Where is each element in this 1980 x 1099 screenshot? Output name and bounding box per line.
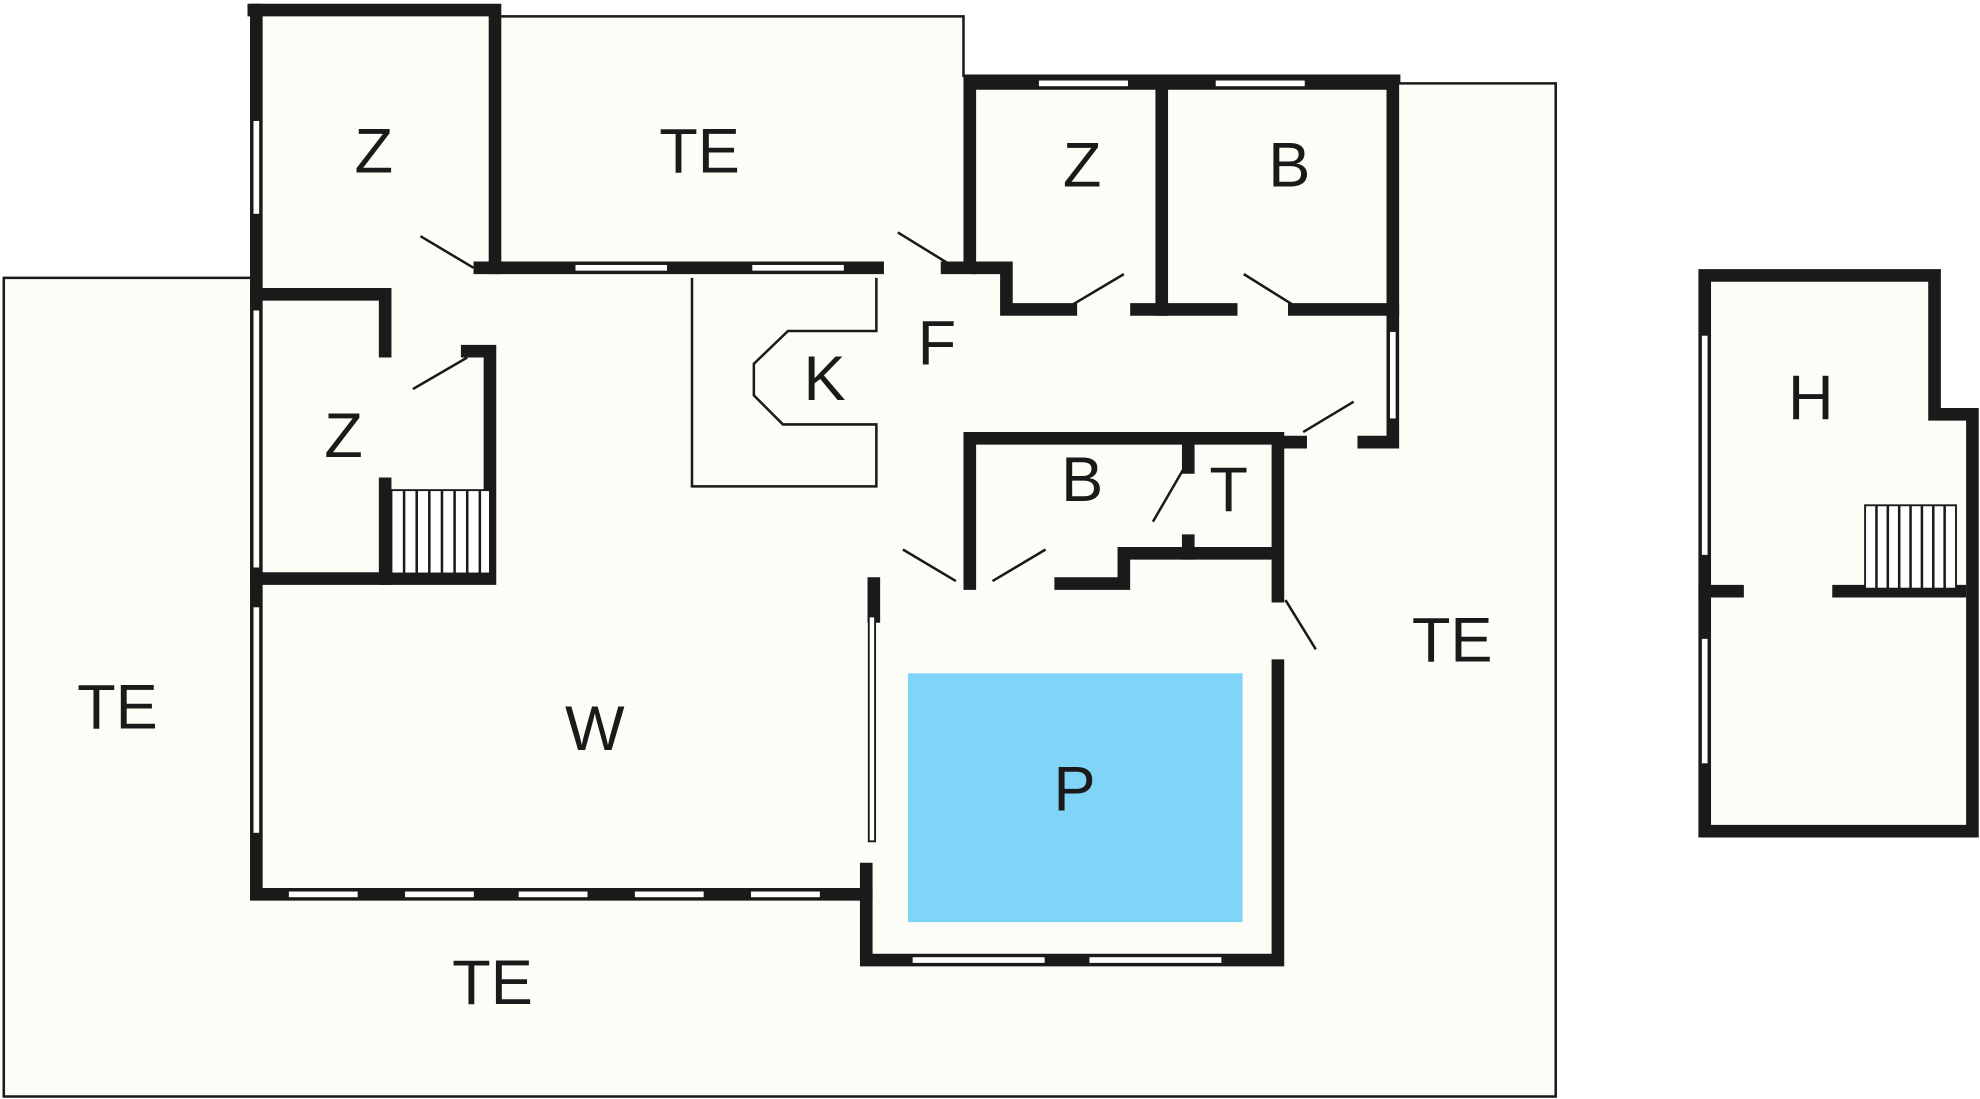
- room-label-h: H: [1788, 363, 1834, 433]
- room-label-b: B: [1061, 445, 1103, 515]
- room-label-z: Z: [1063, 130, 1102, 200]
- room-label-te: TE: [452, 948, 533, 1018]
- room-label-t: T: [1209, 455, 1248, 525]
- pool: [907, 673, 1243, 923]
- room-label-w: W: [565, 694, 625, 764]
- windows: [251, 78, 1710, 965]
- room-label-f: F: [918, 309, 957, 379]
- door-swings: [412, 231, 1355, 650]
- room-label-z: Z: [354, 117, 393, 187]
- terrace-area: [2, 5, 1557, 1098]
- room-label-k: K: [804, 344, 846, 414]
- room-label-te: TE: [77, 672, 158, 742]
- room-label-b: B: [1268, 130, 1310, 200]
- stairs-annex: [1864, 504, 1957, 590]
- room-label-te: TE: [659, 117, 740, 187]
- room-label-te: TE: [1412, 605, 1493, 675]
- room-label-p: P: [1054, 755, 1096, 825]
- room-label-z: Z: [324, 401, 363, 471]
- kitchen-counter: [690, 277, 878, 488]
- stairs-main: [390, 489, 491, 575]
- annex-floor: [1704, 275, 1973, 832]
- walls: [247, 3, 1979, 967]
